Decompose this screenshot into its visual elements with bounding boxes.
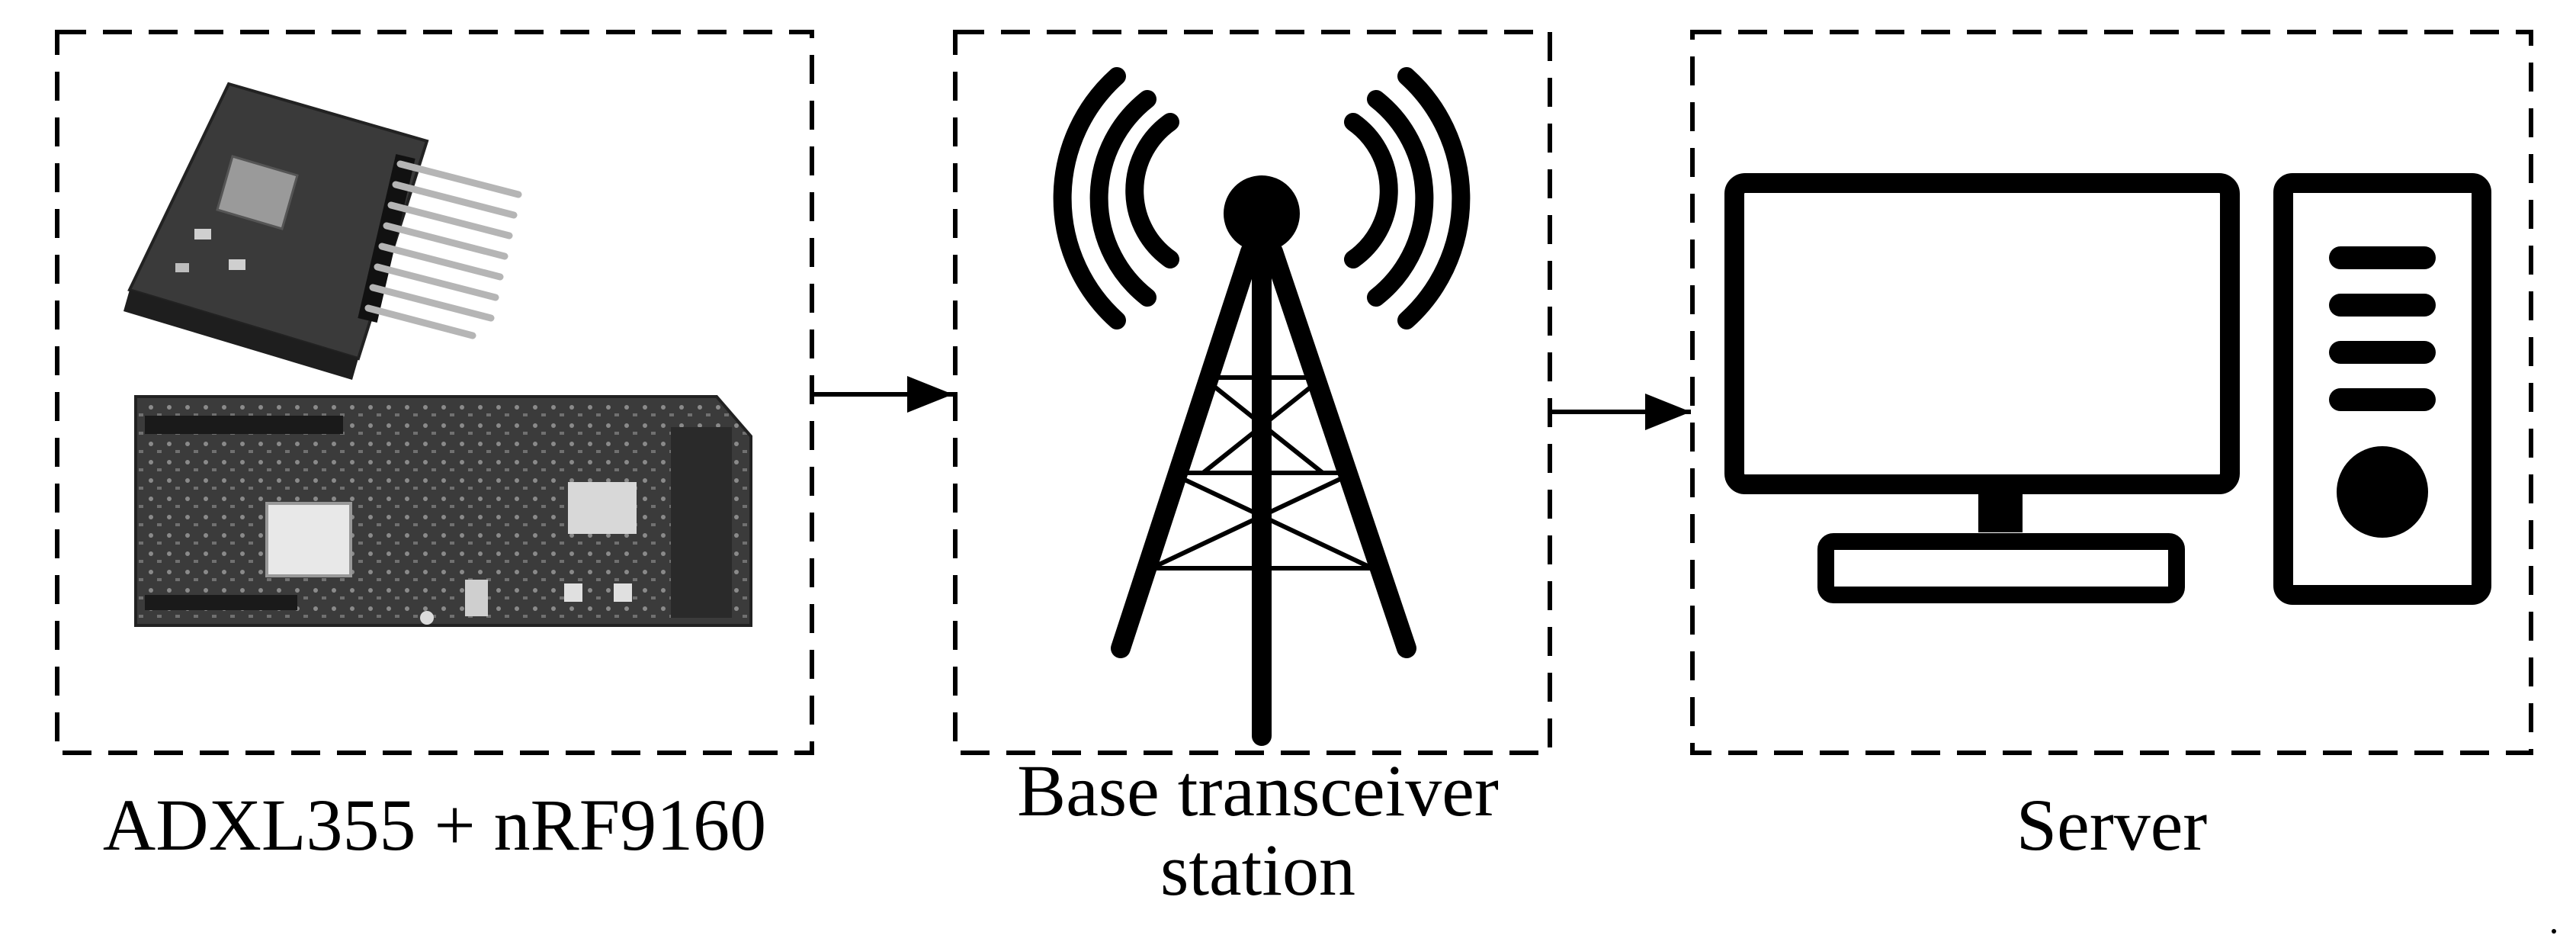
sensor-box xyxy=(55,30,814,755)
pc-tower-icon xyxy=(2273,173,2491,605)
bts-caption-line1: Base transceiver xyxy=(1017,750,1499,831)
cell-tower-icon xyxy=(1053,67,1471,746)
server-box xyxy=(1690,30,2533,755)
monitor-icon xyxy=(1724,173,2240,603)
sensor-caption: ADXL355 + nRF9160 xyxy=(102,784,767,866)
bts-box xyxy=(953,30,1552,755)
sensor-board-icon xyxy=(124,82,522,380)
server-caption: Server xyxy=(2016,784,2208,866)
dev-board-icon xyxy=(134,395,752,627)
bts-caption-line2: station xyxy=(1160,829,1355,911)
bts-caption: Base transceiver station xyxy=(953,751,1563,910)
stray-dot xyxy=(2552,929,2556,934)
